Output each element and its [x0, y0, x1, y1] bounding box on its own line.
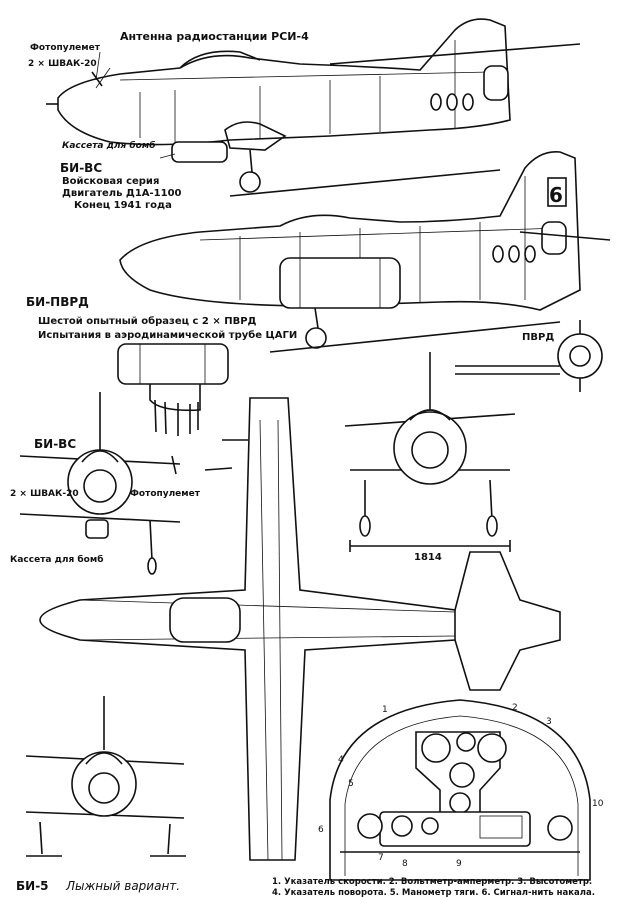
- front-view-right: [344, 352, 516, 552]
- antenna-label: Антенна радиостанции РСИ-4: [120, 30, 309, 43]
- callout-10: 10: [592, 799, 604, 809]
- panel-callouts: 1 2 3 4 5 6 7 8 9 10: [318, 703, 604, 869]
- pvrd-tag: ПВРД: [522, 332, 554, 343]
- front-cannons-label: 2 × ШВАК-20: [10, 489, 79, 499]
- instrument-panel: [329, 699, 591, 881]
- bi-pvrd-line-1: Шестой опытный образец с 2 × ПВРД: [38, 315, 257, 327]
- bi5-title: БИ-5: [16, 879, 49, 893]
- plan-view: [39, 397, 561, 861]
- front-machine-gun-label: Фотопулемет: [130, 489, 201, 499]
- callout-9: 9: [456, 859, 462, 869]
- callout-6: 6: [318, 825, 324, 835]
- callout-5: 5: [348, 779, 354, 789]
- machine-gun-label: Фотопулемет: [30, 43, 101, 53]
- bi-vs-title: БИ-ВС: [60, 161, 102, 175]
- front-view-upper: [19, 392, 181, 575]
- labels: Антенна радиостанции РСИ-4 Фотопулемет 2…: [10, 30, 563, 893]
- cannons-label: 2 × ШВАК-20: [28, 59, 97, 69]
- pvrd-engine-detail: [117, 320, 603, 436]
- callout-1: 1: [382, 705, 388, 715]
- bi-vs-line-3: Конец 1941 года: [74, 200, 172, 211]
- bi-vs-line-1: Войсковая серия: [62, 176, 159, 187]
- bi-vs-line-2: Двигатель Д1А-1100: [62, 188, 182, 199]
- callout-7: 7: [378, 853, 384, 863]
- bi-pvrd-side-view: [119, 151, 611, 353]
- front-title: БИ-ВС: [34, 437, 76, 451]
- bi-pvrd-title: БИ-ПВРД: [26, 295, 89, 309]
- front-bomb-label: Кассета для бомб: [10, 554, 104, 565]
- callout-3: 3: [546, 717, 552, 727]
- legend-line-1: 1. Указатель скорости. 2. Вольтметр-ампе…: [272, 877, 592, 887]
- bi-vs-side-view: [46, 18, 581, 197]
- instrument-legend: 1. Указатель скорости. 2. Вольтметр-ампе…: [272, 877, 595, 897]
- front-view-ski: [25, 696, 186, 857]
- bi-pvrd-line-2: Испытания в аэродинамической трубе ЦАГИ: [38, 329, 297, 341]
- legend-line-2: 4. Указатель поворота. 5. Манометр тяги.…: [272, 888, 595, 897]
- bomb-cassette-label: Кассета для бомб: [62, 140, 156, 151]
- span-dimension: 1814: [414, 552, 442, 563]
- tail-number: 6: [549, 183, 563, 207]
- callout-2: 2: [512, 703, 518, 713]
- ski-variant-label: Лыжный вариант.: [65, 879, 180, 893]
- callout-4: 4: [338, 755, 344, 765]
- callout-8: 8: [402, 859, 408, 869]
